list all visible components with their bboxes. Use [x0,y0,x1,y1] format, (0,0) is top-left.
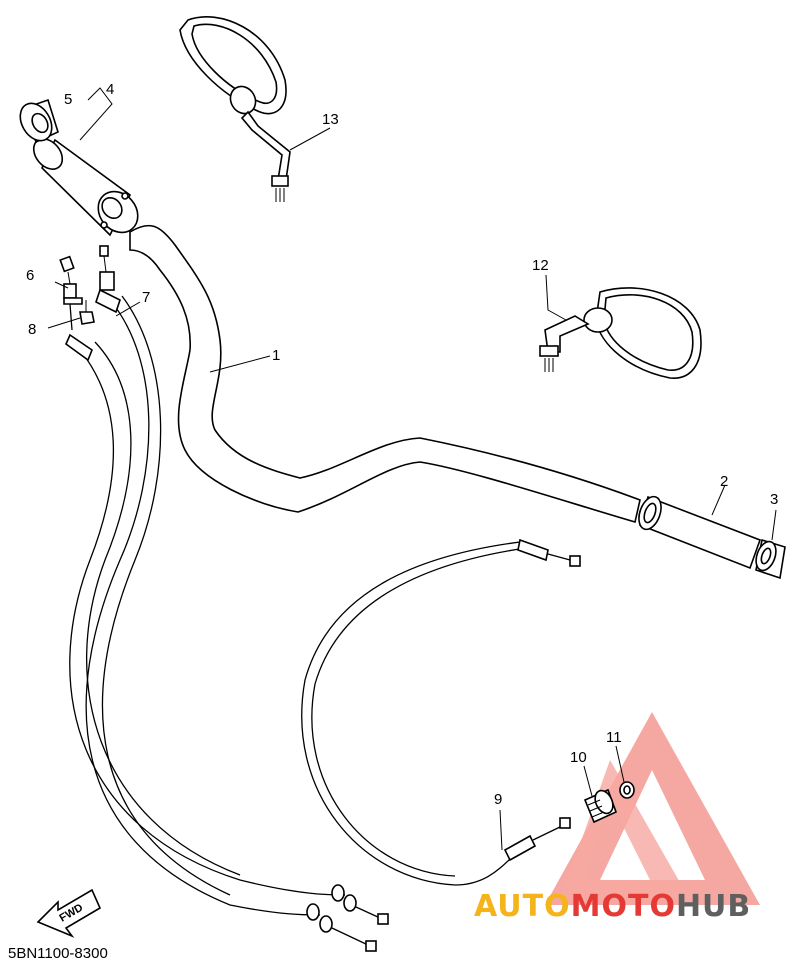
part-label-5: 5 [64,91,72,108]
grip-end-right [755,538,786,580]
nut-11 [619,781,635,799]
part-label-13: 13 [322,111,339,128]
watermark-hub: HUB [676,889,751,924]
cable-adjuster-7 [99,245,115,291]
mirror-left [179,16,291,202]
part-label-8: 8 [28,321,36,338]
nut-8 [79,300,95,325]
watermark-moto: MOTO [571,889,676,924]
part-label-3: 3 [770,491,778,508]
right-grip [638,495,762,570]
part-label-10: 10 [570,749,587,766]
throttle-cables [65,288,346,916]
throttle-grip [32,138,139,237]
cable-9 [301,538,581,886]
drawing-code: 5BN1100-8300 [8,945,108,962]
part-label-6: 6 [26,267,34,284]
mirror-right [539,287,702,379]
watermark-text: AUTOMOTOHUB [474,889,751,924]
adjuster-10 [583,788,618,824]
grip-end-left [19,98,59,144]
watermark-logo-icon [545,712,760,905]
part-label-4: 4 [106,81,114,98]
part-label-2: 2 [720,473,728,490]
part-label-1: 1 [272,347,280,364]
watermark-auto: AUTO [474,889,571,924]
handlebar [129,224,641,524]
cable-ends-bottom [306,884,389,952]
leader-lines [47,87,777,851]
part-label-12: 12 [532,257,549,274]
fwd-arrow-icon: FWD [36,888,102,938]
part-label-9: 9 [494,791,502,808]
part-label-11: 11 [606,729,622,746]
cable-adjuster-6 [59,255,83,331]
part-label-7: 7 [142,289,150,306]
